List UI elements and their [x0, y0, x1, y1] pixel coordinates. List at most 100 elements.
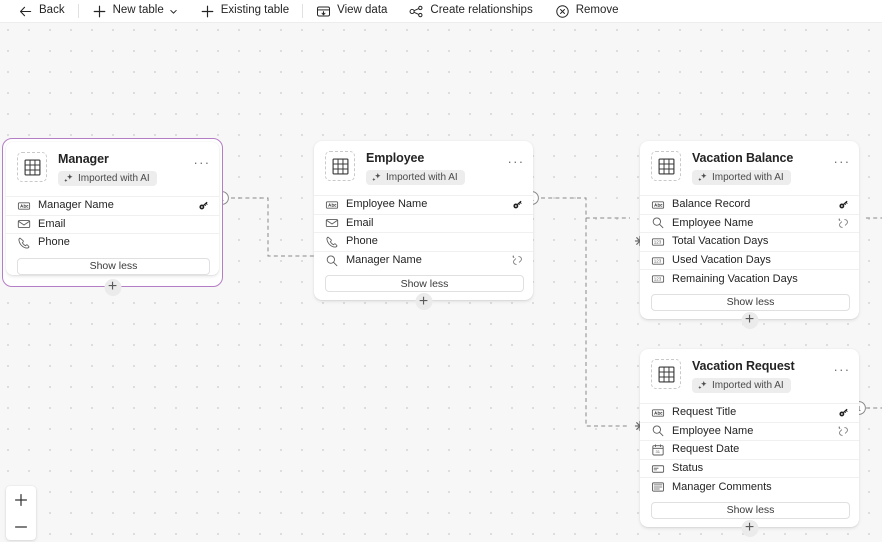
- toolbar-item-new-table[interactable]: New table: [84, 1, 186, 21]
- show-less-button-vacation-request[interactable]: Show less: [651, 501, 850, 519]
- relationships-icon: [409, 4, 424, 19]
- command-toolbar: Back New table Existing table View data Crea…: [0, 0, 882, 22]
- field-label: Request Title: [672, 406, 737, 419]
- text-field-icon: [325, 198, 339, 212]
- add-field-handle[interactable]: +: [104, 278, 121, 296]
- text-field-icon: [651, 406, 665, 420]
- toolbar-item-view-data[interactable]: View data: [308, 1, 395, 21]
- zoom-out-button[interactable]: [6, 513, 36, 540]
- field-row-employee-name[interactable]: Employee Name: [314, 195, 533, 214]
- show-less-button-employee[interactable]: Show less: [325, 275, 524, 293]
- sparkle-icon: [63, 173, 74, 184]
- show-less-button-manager[interactable]: Show less: [17, 257, 210, 275]
- lookup-field-icon: [651, 424, 665, 438]
- sparkle-icon: [697, 172, 708, 183]
- field-label: Manager Name: [346, 254, 422, 267]
- zoom-controls: [6, 486, 36, 540]
- key-icon: [836, 406, 850, 420]
- number-field-icon: 123: [651, 272, 665, 286]
- field-row-email[interactable]: Email: [6, 214, 219, 234]
- field-row-status[interactable]: Status: [640, 458, 859, 478]
- field-row-request-title[interactable]: Request Title: [640, 403, 859, 422]
- add-field-handle[interactable]: +: [415, 293, 432, 311]
- imported-with-ai-label: Imported with AI: [78, 173, 150, 184]
- field-right-spacer: [836, 272, 850, 286]
- field-label: Total Vacation Days: [672, 235, 769, 248]
- phone-field-icon: [325, 235, 339, 249]
- field-label: Phone: [346, 235, 378, 248]
- svg-text:123: 123: [654, 277, 662, 282]
- design-canvas[interactable]: 1 1 1: [0, 23, 882, 542]
- add-field-handle[interactable]: +: [741, 311, 758, 329]
- field-row-phone[interactable]: Phone: [6, 233, 219, 252]
- table-name-manager: Manager: [58, 152, 109, 166]
- toolbar-item-create-relationships[interactable]: Create relationships: [401, 1, 540, 21]
- field-row-email[interactable]: Email: [314, 213, 533, 233]
- field-right-spacer: [510, 235, 524, 249]
- imported-with-ai-badge: Imported with AI: [366, 170, 465, 185]
- relationship-icon: [836, 216, 850, 230]
- field-right-spacer: [836, 254, 850, 268]
- field-label: Employee Name: [346, 198, 428, 211]
- field-row-total-vacation-days[interactable]: 123 Total Vacation Days: [640, 232, 859, 251]
- phone-field-icon: [17, 236, 31, 250]
- table-more-options-button[interactable]: ···: [507, 154, 525, 169]
- field-label: Remaining Vacation Days: [672, 272, 798, 285]
- field-label: Employee Name: [672, 424, 754, 437]
- field-row-phone[interactable]: Phone: [314, 232, 533, 251]
- toolbar-item-view-data-label: View data: [337, 4, 388, 17]
- table-more-options-button[interactable]: ···: [833, 154, 851, 169]
- relationship-icon: [836, 424, 850, 438]
- toolbar-divider: [0, 22, 882, 23]
- table-name-vacation-request: Vacation Request: [692, 359, 795, 373]
- table-grid-icon-box: [325, 151, 355, 181]
- field-row-manager-name[interactable]: Manager Name: [6, 196, 219, 215]
- lookup-field-icon: [651, 216, 665, 230]
- chevron-down-icon[interactable]: [169, 7, 178, 16]
- field-right-spacer: [510, 216, 524, 230]
- field-row-remaining-vacation-days[interactable]: 123 Remaining Vacation Days: [640, 269, 859, 288]
- field-right-spacer: [836, 235, 850, 249]
- toolbar-item-existing-table[interactable]: Existing table: [192, 1, 297, 21]
- show-less-button-vacation-balance[interactable]: Show less: [651, 293, 850, 311]
- table-name-vacation-balance: Vacation Balance: [692, 151, 794, 165]
- field-row-manager-comments[interactable]: Manager Comments: [640, 477, 859, 496]
- svg-text:31: 31: [656, 449, 661, 454]
- field-label: Phone: [38, 236, 70, 249]
- table-more-options-button[interactable]: ···: [833, 362, 851, 377]
- field-label: Balance Record: [672, 198, 751, 211]
- number-field-icon: 123: [651, 235, 665, 249]
- date-field-icon: 31: [651, 443, 665, 457]
- field-row-employee-name[interactable]: Employee Name: [640, 421, 859, 441]
- field-row-manager-name[interactable]: Manager Name: [314, 250, 533, 270]
- key-icon: [836, 198, 850, 212]
- toolbar-item-back[interactable]: Back: [10, 1, 73, 21]
- zoom-in-button[interactable]: [6, 486, 36, 513]
- toolbar-item-remove[interactable]: Remove: [547, 1, 627, 21]
- lookup-field-icon: [325, 254, 339, 268]
- field-label: Email: [346, 216, 374, 229]
- table-more-options-button[interactable]: ···: [193, 155, 211, 170]
- add-field-handle[interactable]: +: [741, 519, 758, 537]
- field-row-balance-record[interactable]: Balance Record: [640, 195, 859, 214]
- field-row-employee-name[interactable]: Employee Name: [640, 213, 859, 233]
- svg-text:123: 123: [654, 240, 662, 245]
